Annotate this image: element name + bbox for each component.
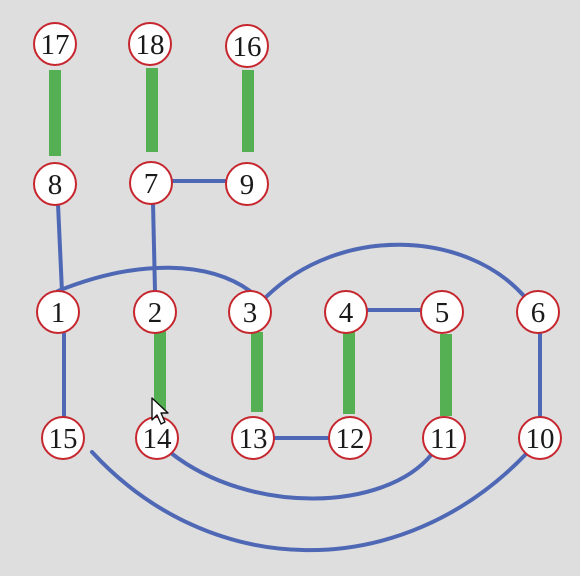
node-17[interactable]: 17 [33,22,77,66]
node-circle [516,290,560,334]
node-label: 3 [243,297,258,329]
node-circle [231,416,275,460]
node-label: 17 [41,29,70,61]
node-13[interactable]: 13 [231,416,275,460]
node-4[interactable]: 4 [324,290,368,334]
mouse-pointer-icon [151,397,169,425]
edge-15-10 [90,450,528,553]
node-10[interactable]: 10 [518,416,562,460]
node-circle [328,416,372,460]
node-circle [128,22,172,66]
node-circle [228,290,272,334]
node-3[interactable]: 3 [228,290,272,334]
edge-3-6 [264,242,526,299]
node-circle [135,416,179,460]
node-15[interactable]: 15 [41,416,85,460]
node-6[interactable]: 6 [516,290,560,334]
node-label: 4 [339,297,354,329]
node-label: 8 [48,169,63,201]
node-label: 12 [336,423,365,455]
node-circle [33,162,77,206]
node-9[interactable]: 9 [225,162,269,206]
node-circle [41,416,85,460]
node-circle [518,416,562,460]
node-label: 9 [240,169,255,201]
node-circle [36,290,80,334]
edge-7-2 [151,201,157,293]
node-label: 11 [430,423,458,455]
node-label: 1 [51,297,66,329]
node-5[interactable]: 5 [420,290,464,334]
node-11[interactable]: 11 [422,416,466,460]
mouse-pointer-icon [151,397,169,425]
node-1[interactable]: 1 [36,290,80,334]
node-label: 18 [136,29,165,61]
node-label: 15 [49,423,78,455]
node-circle [324,290,368,334]
edge-8-1 [56,202,64,294]
node-label: 6 [531,297,546,329]
node-18[interactable]: 18 [128,22,172,66]
node-7[interactable]: 7 [129,161,173,205]
node-label: 10 [526,423,555,455]
node-label: 7 [144,168,159,200]
edge-14-11 [169,451,434,501]
edges [49,68,542,553]
node-8[interactable]: 8 [33,162,77,206]
node-circle [225,162,269,206]
node-label: 5 [435,297,450,329]
node-12[interactable]: 12 [328,416,372,460]
node-14[interactable]: 14 [135,416,179,460]
node-16[interactable]: 16 [225,24,269,68]
node-label: 2 [148,297,163,329]
node-2[interactable]: 2 [133,290,177,334]
node-circle [225,24,269,68]
node-circle [33,22,77,66]
edge-1-3 [56,265,252,293]
node-circle [420,290,464,334]
node-circle [129,161,173,205]
node-label: 13 [239,423,268,455]
node-label: 16 [233,31,262,63]
node-label: 14 [143,423,173,455]
node-circle [422,416,466,460]
node-circle [133,290,177,334]
